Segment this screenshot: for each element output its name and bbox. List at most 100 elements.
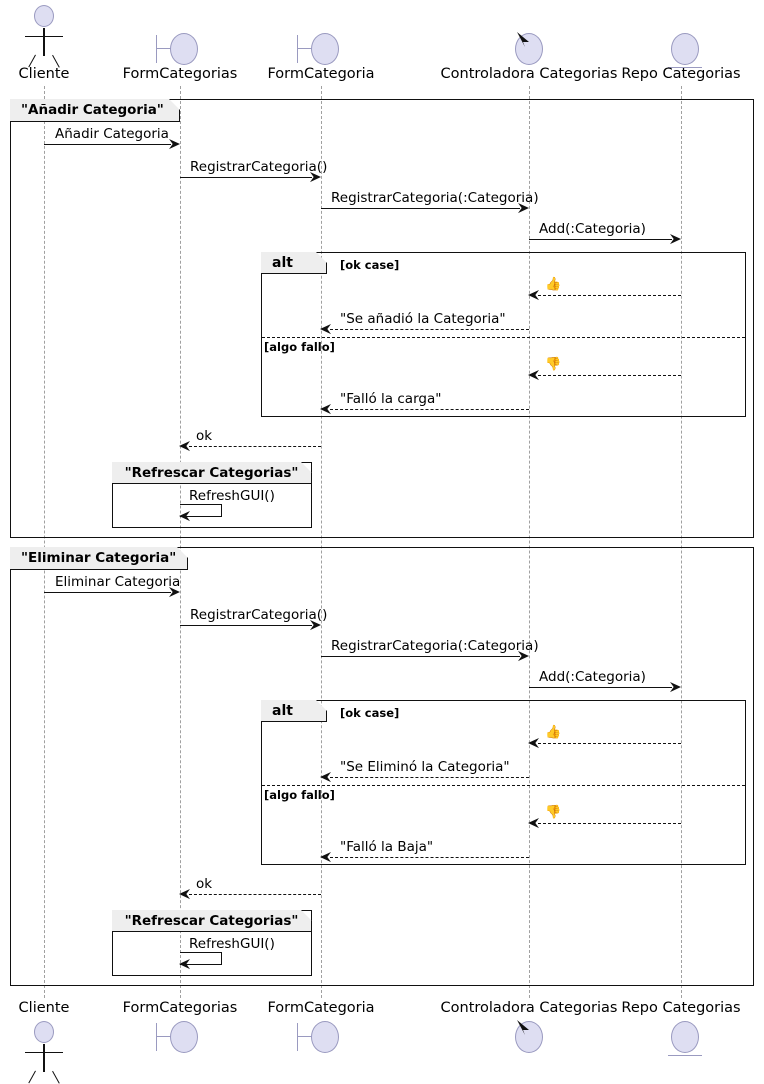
participant-label-repo-bottom: Repo Categorias [621,1000,741,1016]
message-label-registrarcategoria: RegistrarCategoria() [190,159,328,175]
entity-circle-icon [671,33,699,65]
boundary-circle-icon [311,1021,339,1053]
group-anadir-categoria [10,99,754,538]
message-line-se-elimino [330,777,529,778]
arrow-head-left-icon [528,289,539,300]
self-message-loop-2 [180,952,222,965]
alt-block-anadir [261,252,746,417]
message-line-registrarcategoria-param [321,208,520,209]
alt-block-eliminar [261,700,746,865]
message-label-ok-anadir: ok [196,428,213,444]
arrow-head-left-icon [528,737,539,748]
message-line-se-anadio [330,329,529,330]
message-line-repo-to-controladora-ok-2 [538,743,681,744]
arrow-head-left-icon [179,511,190,522]
message-line-repo-to-controladora-ok [538,295,681,296]
control-arrow-icon [517,32,529,47]
group-anadir-label: "Añadir Categoria" [21,102,164,118]
alt-condition-algo-fallo: [algo fallo] [264,340,335,354]
arrow-head-left-icon [528,817,539,828]
participant-label-formcategoria-bottom: FormCategoria [267,1000,375,1016]
thumbs-down-icon: 👎 [545,805,562,820]
lifeline-formcategoria [321,86,322,998]
group-eliminar-categoria [10,547,754,986]
boundary-stem-icon [156,1036,171,1038]
alt-operator-header-2: alt [261,700,327,722]
lifeline-repo [681,86,682,998]
message-label-anadir-categoria: Añadir Categoria [55,126,169,142]
boundary-stem-icon [297,48,312,50]
actor-body-icon [43,28,45,56]
message-line-registrarcategoria [180,177,312,178]
message-line-fallo-baja [330,857,529,858]
message-label-ok-eliminar: ok [196,876,213,892]
message-label-se-anadio: "Se añadió la Categoria" [340,311,506,327]
actor-arms-icon [25,1052,63,1054]
message-label-add-categoria: Add(:Categoria) [539,221,646,237]
message-line-eliminar-categoria [44,592,171,593]
thumbs-up-icon: 👍 [545,277,562,292]
group-refrescar-header-1: "Refrescar Categorias" [112,462,312,484]
entity-circle-icon [671,1021,699,1053]
arrow-head-right-icon [670,681,681,692]
message-line-add-categoria [529,239,672,240]
boundary-circle-icon [170,33,198,65]
boundary-circle-icon [311,33,339,65]
group-eliminar-header: "Eliminar Categoria" [10,547,188,570]
arrow-head-right-icon [169,138,180,149]
arrow-head-left-icon [320,323,331,334]
participant-label-formcategorias-bottom: FormCategorias [122,1000,238,1016]
actor-body-icon [43,1044,45,1072]
participant-label-formcategoria-top: FormCategoria [267,66,375,82]
actor-arms-icon [25,36,63,38]
arrow-head-right-icon [518,202,529,213]
participant-label-cliente-top: Cliente [18,66,70,82]
message-label-refreshgui-1: RefreshGUI() [189,488,275,504]
lifeline-formcategorias [180,86,181,998]
participant-label-formcategorias-top: FormCategorias [122,66,238,82]
arrow-head-right-icon [310,171,321,182]
participant-label-controladora-bottom: Controladora Categorias [440,1000,618,1016]
message-line-repo-to-controladora-fail-2 [538,823,681,824]
participant-label-cliente-bottom: Cliente [18,1000,70,1016]
control-arrow-icon [517,1020,529,1035]
message-label-fallo-baja: "Falló la Baja" [340,839,434,855]
arrow-head-left-icon [179,440,190,451]
message-line-registrarcategoria-2 [180,625,312,626]
lifeline-controladora [529,86,530,998]
message-label-eliminar-categoria: Eliminar Categoria [55,574,181,590]
group-refrescar-header-2: "Refrescar Categorias" [112,910,312,932]
alt-operator-header: alt [261,252,327,274]
thumbs-up-icon: 👍 [545,725,562,740]
control-circle-icon [515,1021,543,1053]
message-line-anadir-categoria [44,144,171,145]
self-message-loop-1 [180,504,222,517]
message-label-se-elimino: "Se Eliminó la Categoria" [340,759,510,775]
arrow-head-left-icon [320,851,331,862]
message-line-ok-eliminar [189,894,321,895]
alt-operator-label: alt [272,254,293,271]
arrow-head-left-icon [320,771,331,782]
actor-head-icon [34,1021,54,1043]
control-circle-icon [515,33,543,65]
lifeline-cliente [44,86,45,998]
actor-head-icon [34,5,54,27]
alt-condition-ok-case-2: [ok case] [340,706,400,720]
arrow-head-left-icon [179,888,190,899]
group-refrescar-label-1: "Refrescar Categorias" [124,464,299,481]
participant-label-controladora-top: Controladora Categorias [440,66,618,82]
boundary-stem-icon [156,48,171,50]
group-refrescar-label-2: "Refrescar Categorias" [124,912,299,929]
arrow-head-right-icon [518,650,529,661]
alt-operator-label-2: alt [272,702,293,719]
arrow-head-left-icon [528,369,539,380]
alt-divider [262,337,745,338]
group-eliminar-label: "Eliminar Categoria" [21,550,177,566]
message-label-registrarcategoria-param-2: RegistrarCategoria(:Categoria) [331,638,539,654]
message-line-ok-anadir [189,446,321,447]
arrow-head-right-icon [169,586,180,597]
arrow-head-left-icon [320,403,331,414]
boundary-stem-icon [297,1036,312,1038]
message-label-refreshgui-2: RefreshGUI() [189,936,275,952]
alt-divider-2 [262,785,745,786]
